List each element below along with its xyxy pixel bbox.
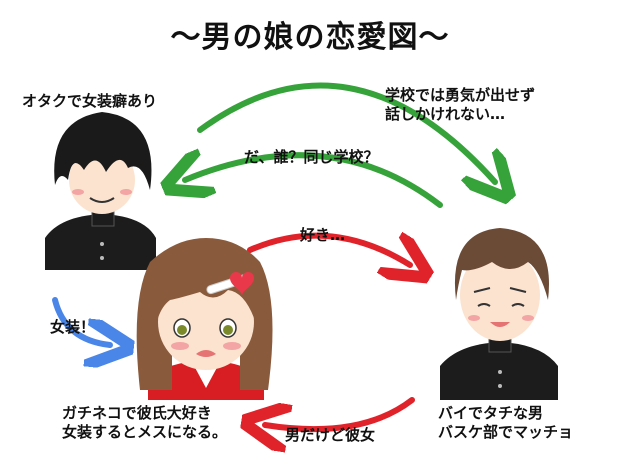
girl-description-line2: 女装するとメスになる。: [62, 423, 228, 441]
girl-to-boy-label: 好き…: [300, 226, 346, 244]
otaku-description: オタクで女装癖あり: [22, 92, 158, 110]
arrow-boy-to-girl: [265, 397, 415, 429]
arrow-otaku-to-girl: [52, 297, 110, 345]
otaku-to-girl-label: 女装！: [50, 318, 96, 336]
arrow-otaku-to-boy: [197, 82, 495, 182]
girl-description: ガチネコで彼氏大好き 女装するとメスになる。: [62, 404, 227, 442]
boy-description-line1: バイでタチな男: [438, 404, 544, 422]
otaku-to-boy-label-line2: 話しかけれない…: [385, 105, 506, 123]
boy-to-girl-label: 男だけど彼女: [285, 426, 376, 444]
arrow-girl-to-boy: [247, 236, 410, 265]
otaku-to-boy-label-line1: 学校では勇気が出せず: [385, 86, 536, 104]
boy-to-otaku-label: だ、誰？同じ学校？: [244, 148, 379, 166]
boy-description: バイでタチな男 バスケ部でマッチョ: [438, 404, 573, 442]
arrow-boy-to-otaku: [185, 155, 443, 208]
page-title: ～男の娘の恋愛図～: [170, 20, 450, 55]
boy-character: [440, 228, 558, 400]
girl-character: [136, 238, 273, 400]
girl-description-line1: ガチネコで彼氏大好き: [62, 404, 212, 422]
boy-description-line2: バスケ部でマッチョ: [438, 423, 574, 441]
otaku-character: [45, 112, 156, 270]
otaku-to-boy-label: 学校では勇気が出せず 話しかけれない…: [385, 86, 535, 124]
